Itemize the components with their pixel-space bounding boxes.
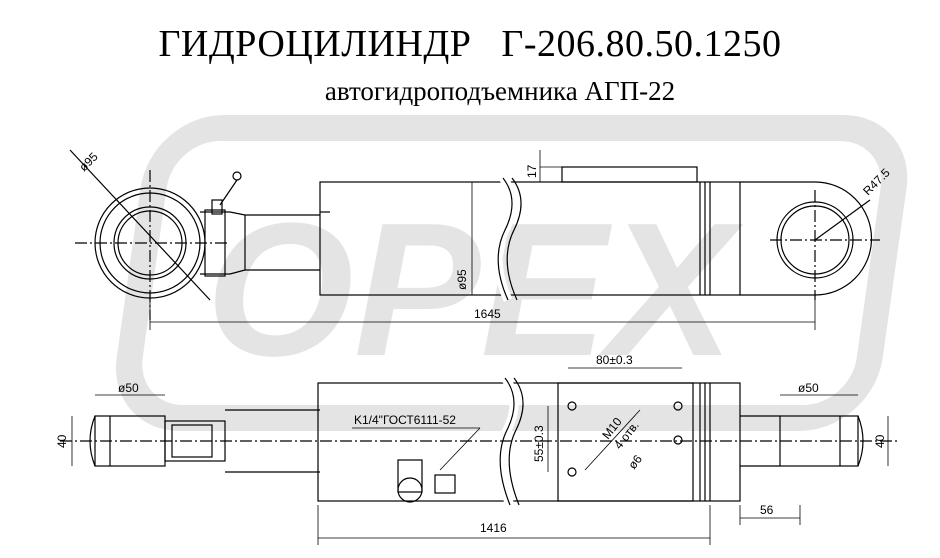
cylinder-body-top: [319, 166, 741, 302]
plate-height-label: 17: [525, 164, 539, 178]
port-spacing-vertical-label: 55±0.3: [532, 425, 546, 462]
port-thread-label: K1/4"ГОСТ6111-52: [354, 413, 456, 427]
body-diameter-label: ø95: [455, 269, 469, 290]
fork-end-bottom: [740, 415, 864, 467]
port-spacing-label: 80±0.3: [596, 353, 633, 367]
watermark-text: OPEX: [206, 184, 744, 396]
cylinder-body-bottom: [317, 375, 900, 507]
drawing-title: ГИДРОЦИЛИНДР Г-206.80.50.1250: [158, 23, 782, 65]
total-length-label: 1645: [474, 307, 501, 321]
hole-diameter-label: ø6: [625, 452, 645, 472]
rod-top: [200, 171, 320, 277]
drawing-subtitle: автогидроподъемника АГП-22: [324, 76, 676, 106]
fork-end-diameter-label: ø50: [798, 381, 819, 395]
watermark-logo: OPEX: [115, 115, 908, 431]
dimension-lines-top: [149, 150, 816, 330]
rod-end-diameter-label: ø50: [118, 381, 139, 395]
eye-diameter-label: ø95: [76, 149, 101, 174]
fork-length-label: 56: [760, 503, 774, 517]
rod-end-width-label: 40: [55, 434, 69, 448]
dimension-lines-bottom: [71, 367, 889, 545]
fork-end-width-label: 40: [873, 434, 887, 448]
fork-top: [740, 181, 880, 300]
rod-end-bottom: [60, 409, 320, 473]
body-length-label: 1416: [480, 521, 507, 535]
